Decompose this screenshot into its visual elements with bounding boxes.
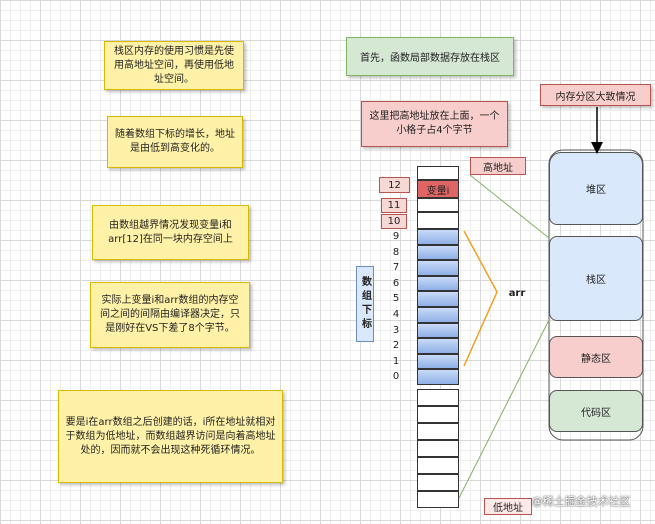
region-heap-label: 堆区 [586,185,606,196]
index-label: 6 [392,277,400,289]
region-static-label: 静态区 [581,353,611,365]
arr-cell-3 [417,322,459,339]
memory-cell-lower [417,457,459,474]
memory-cell-lower [417,440,459,457]
note-high-address-top: 这里把高地址放在上面，一个小格子占4个字节 [361,101,508,147]
index-label: 5 [392,293,400,305]
index-label: 2 [392,340,400,352]
arr-cell-8 [417,244,459,261]
arr-cell-4 [417,307,459,323]
arr-cell-9 [417,229,459,245]
low-address-label: 低地址 [484,498,532,515]
arr-cell-5 [417,291,459,307]
array-index-title: 数组下标 [356,266,374,342]
memory-cell-11 [417,198,459,212]
memory-cell-var-i [417,180,459,198]
index-label: 0 [392,371,400,383]
note-creation-order: 要是i在arr数组之后创建的话，i所在地址就相对于数组为低地址，而数组越界访问是… [58,390,283,483]
region-stack-label: 栈区 [586,275,606,286]
high-address-label: 高地址 [470,157,526,175]
var-i-label: 变量i [426,185,450,197]
arr-cell-2 [417,338,459,354]
memory-partition-title: 内存分区大致情况 [540,84,651,106]
region-static: 静态区 [549,336,643,378]
memory-cell-10 [417,212,459,229]
connector-high [469,174,550,239]
arr-cell-6 [417,275,459,292]
index-label: 8 [392,246,400,258]
memory-cell-top [417,166,459,180]
note-out-of-bounds: 由数组越界情况发现变量i和arr[12]在同一块内存空间上 [92,205,249,260]
region-stack-main: 栈区 [549,236,643,321]
arr-label: arr [508,287,526,299]
note-stack-usage: 栈区内存的使用习惯是先使用高地址空间，再使用低地址空间。 [104,41,244,90]
arr-cell-0 [417,369,459,385]
index-label: 3 [392,324,400,336]
watermark: @稀土掘金技术社区 [531,495,631,508]
memory-cell-lower [417,474,459,491]
memory-cell-lower [417,491,459,508]
index-label: 9 [392,231,400,242]
memory-frame [548,149,644,441]
region-code-label: 代码区 [581,407,611,419]
arr-cell-7 [417,260,459,276]
index-11-box: 11 [381,198,407,213]
memory-cell-lower [417,406,459,423]
note-index-growth: 随着数组下标的增长，地址是由低到高变化的。 [107,116,243,168]
arr-cell-1 [417,353,459,370]
note-local-data-stack: 首先，函数局部数据存放在栈区 [346,37,514,76]
note-compiler-gap: 实际上变量i和arr数组的内存空间之间的间隔由编译器决定，只是刚好在VS下差了8… [90,282,250,348]
memory-cell-lower [417,389,459,406]
index-label: 7 [392,262,400,274]
connector-low [458,319,550,499]
arr-brace [463,230,498,367]
index-10-box: 10 [381,214,407,229]
memory-cell-lower [417,423,459,440]
index-label: 4 [392,309,400,320]
index-label: 1 [392,355,400,367]
index-12-box: 12 [379,177,410,193]
